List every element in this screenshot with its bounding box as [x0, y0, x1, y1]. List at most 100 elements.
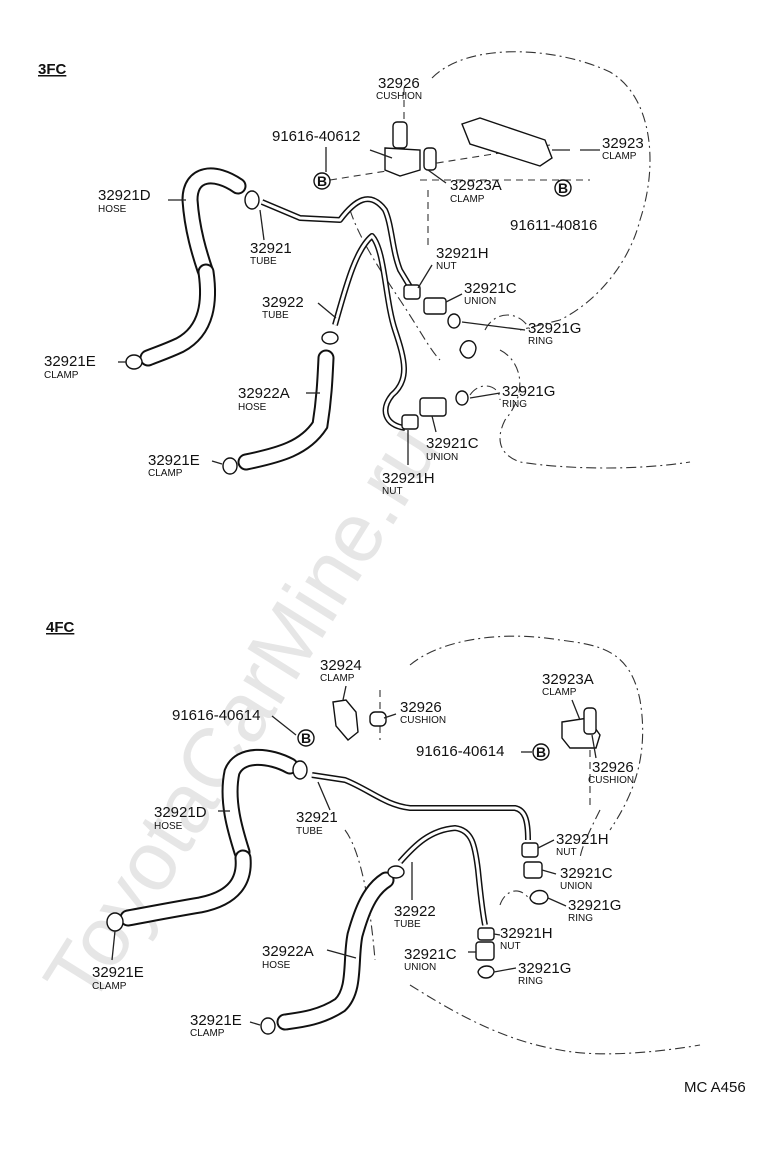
- part-name: TUBE: [250, 256, 277, 267]
- part-number: 32921C: [560, 865, 613, 882]
- callout-union-32921c-lower: 32921C UNION: [404, 946, 457, 973]
- engine-outline: [431, 51, 691, 469]
- callout-nut-32921h-lower: 32921H NUT: [382, 470, 435, 497]
- callout-cushion-32926-right: 32926 CUSHION: [588, 759, 634, 786]
- part-name: CLAMP: [320, 673, 355, 684]
- leader-line: [427, 169, 447, 184]
- part-number: 32921H: [382, 470, 435, 487]
- callout-tube-32921: 32921 TUBE: [250, 240, 292, 267]
- part-name: NUT: [556, 847, 577, 858]
- part-number: 32921G: [528, 320, 581, 337]
- callout-clamp-32921e: 32921E CLAMP: [44, 353, 96, 381]
- ring-arc-lower: [469, 385, 501, 401]
- callout-clamp-32923: 32923 CLAMP: [602, 135, 644, 162]
- callout-cushion-32926: 32926 CUSHION: [400, 699, 446, 726]
- nut-32921h: [403, 284, 421, 300]
- part-number: 32922: [394, 903, 436, 920]
- part-name: NUT: [500, 941, 521, 952]
- part-name: NUT: [382, 486, 403, 497]
- part-number: 32923: [602, 135, 644, 152]
- callout-union-32921c: 32921C UNION: [464, 280, 517, 307]
- ring-32921g: [447, 313, 461, 329]
- part-number: 32921E: [44, 353, 96, 370]
- leader-line: [431, 415, 437, 433]
- bolt-symbol: B: [317, 173, 327, 189]
- section-title: 4FC: [46, 619, 75, 636]
- hose-clamp: [244, 190, 260, 210]
- callout-bolt-91616-40614-right: 91616-40614: [416, 743, 504, 760]
- part-name: HOSE: [238, 402, 267, 413]
- union-32921c: [523, 861, 543, 879]
- part-name: HOSE: [262, 960, 291, 971]
- part-number: 91616-40614: [172, 707, 260, 724]
- leader-line: [249, 1021, 261, 1026]
- leader-line: [445, 293, 463, 303]
- part-number: 32921H: [556, 831, 609, 848]
- callout-union-32921c: 32921C UNION: [560, 865, 613, 892]
- callout-tube-32922: 32922 TUBE: [394, 903, 436, 930]
- part-name: CLAMP: [602, 151, 637, 162]
- part-number: 32924: [320, 657, 362, 674]
- part-number: 32921: [250, 240, 292, 257]
- clamp-32921e: [260, 1017, 276, 1035]
- part-name: CLAMP: [542, 687, 577, 698]
- callout-clamp-32923a: 32923A CLAMP: [450, 177, 502, 205]
- union-32921c: [475, 941, 495, 961]
- bracket-dash: [349, 209, 441, 361]
- part-name: UNION: [560, 881, 592, 892]
- section-title: 3FC: [38, 61, 67, 78]
- callout-cushion-32926: 32926 CUSHION: [376, 75, 422, 102]
- callout-ring-32921g-lower: 32921G RING: [502, 383, 555, 410]
- part-number: 32921E: [148, 452, 200, 469]
- hose-inner: [239, 351, 333, 469]
- part-name: RING: [528, 336, 553, 347]
- part-number: 32921C: [464, 280, 517, 297]
- cushion-32926: [392, 121, 408, 149]
- part-number: 32921G: [518, 960, 571, 977]
- clamp-32921e: [125, 354, 143, 370]
- union-32921c: [423, 297, 447, 315]
- part-name: RING: [502, 399, 527, 410]
- hose-inner: [183, 169, 245, 277]
- tube-inner: [398, 826, 487, 926]
- bolt-symbol: B: [558, 180, 568, 196]
- figure-code: MC A456: [684, 1079, 746, 1096]
- callout-clamp-32921e-lower: 32921E CLAMP: [190, 1012, 242, 1039]
- hose-inner: [141, 265, 215, 365]
- callout-clamp-32923a: 32923A CLAMP: [542, 671, 594, 698]
- section-4fc: 4FC B B: [46, 619, 701, 1055]
- part-number: 32921C: [426, 435, 479, 452]
- part-number: 32921E: [190, 1012, 242, 1029]
- callout-hose-32922a: 32922A HOSE: [262, 943, 314, 971]
- leader-line: [211, 460, 223, 465]
- bolt-symbol: B: [536, 744, 546, 760]
- leader-line: [111, 930, 116, 961]
- part-number: 32921G: [568, 897, 621, 914]
- part-name: TUBE: [394, 919, 421, 930]
- tube-inner: [261, 197, 414, 291]
- part-number: 32921: [296, 809, 338, 826]
- callout-clamp-32921e-lower: 32921E CLAMP: [148, 452, 200, 479]
- leader-line: [537, 839, 555, 849]
- engine-outline-mid: [344, 809, 601, 961]
- part-number: 32921D: [154, 804, 207, 821]
- clamp-32923a: [384, 147, 421, 177]
- leader-line: [317, 302, 337, 319]
- leader-line: [317, 781, 331, 811]
- ring-seat: [459, 340, 477, 359]
- part-number: 32921G: [502, 383, 555, 400]
- cushion-small: [423, 147, 437, 171]
- leader-line: [571, 699, 581, 721]
- part-name: TUBE: [296, 826, 323, 837]
- part-name: CUSHION: [376, 91, 422, 102]
- part-number: 32923A: [542, 671, 594, 688]
- part-name: TUBE: [262, 310, 289, 321]
- leader-line: [271, 715, 297, 736]
- bolt-symbol: B: [301, 730, 311, 746]
- part-number: 32921C: [404, 946, 457, 963]
- leader-line: [493, 967, 517, 973]
- callout-nut-32921h: 32921H NUT: [436, 245, 489, 272]
- part-name: UNION: [464, 296, 496, 307]
- part-name: CLAMP: [190, 1028, 225, 1039]
- part-name: CUSHION: [400, 715, 446, 726]
